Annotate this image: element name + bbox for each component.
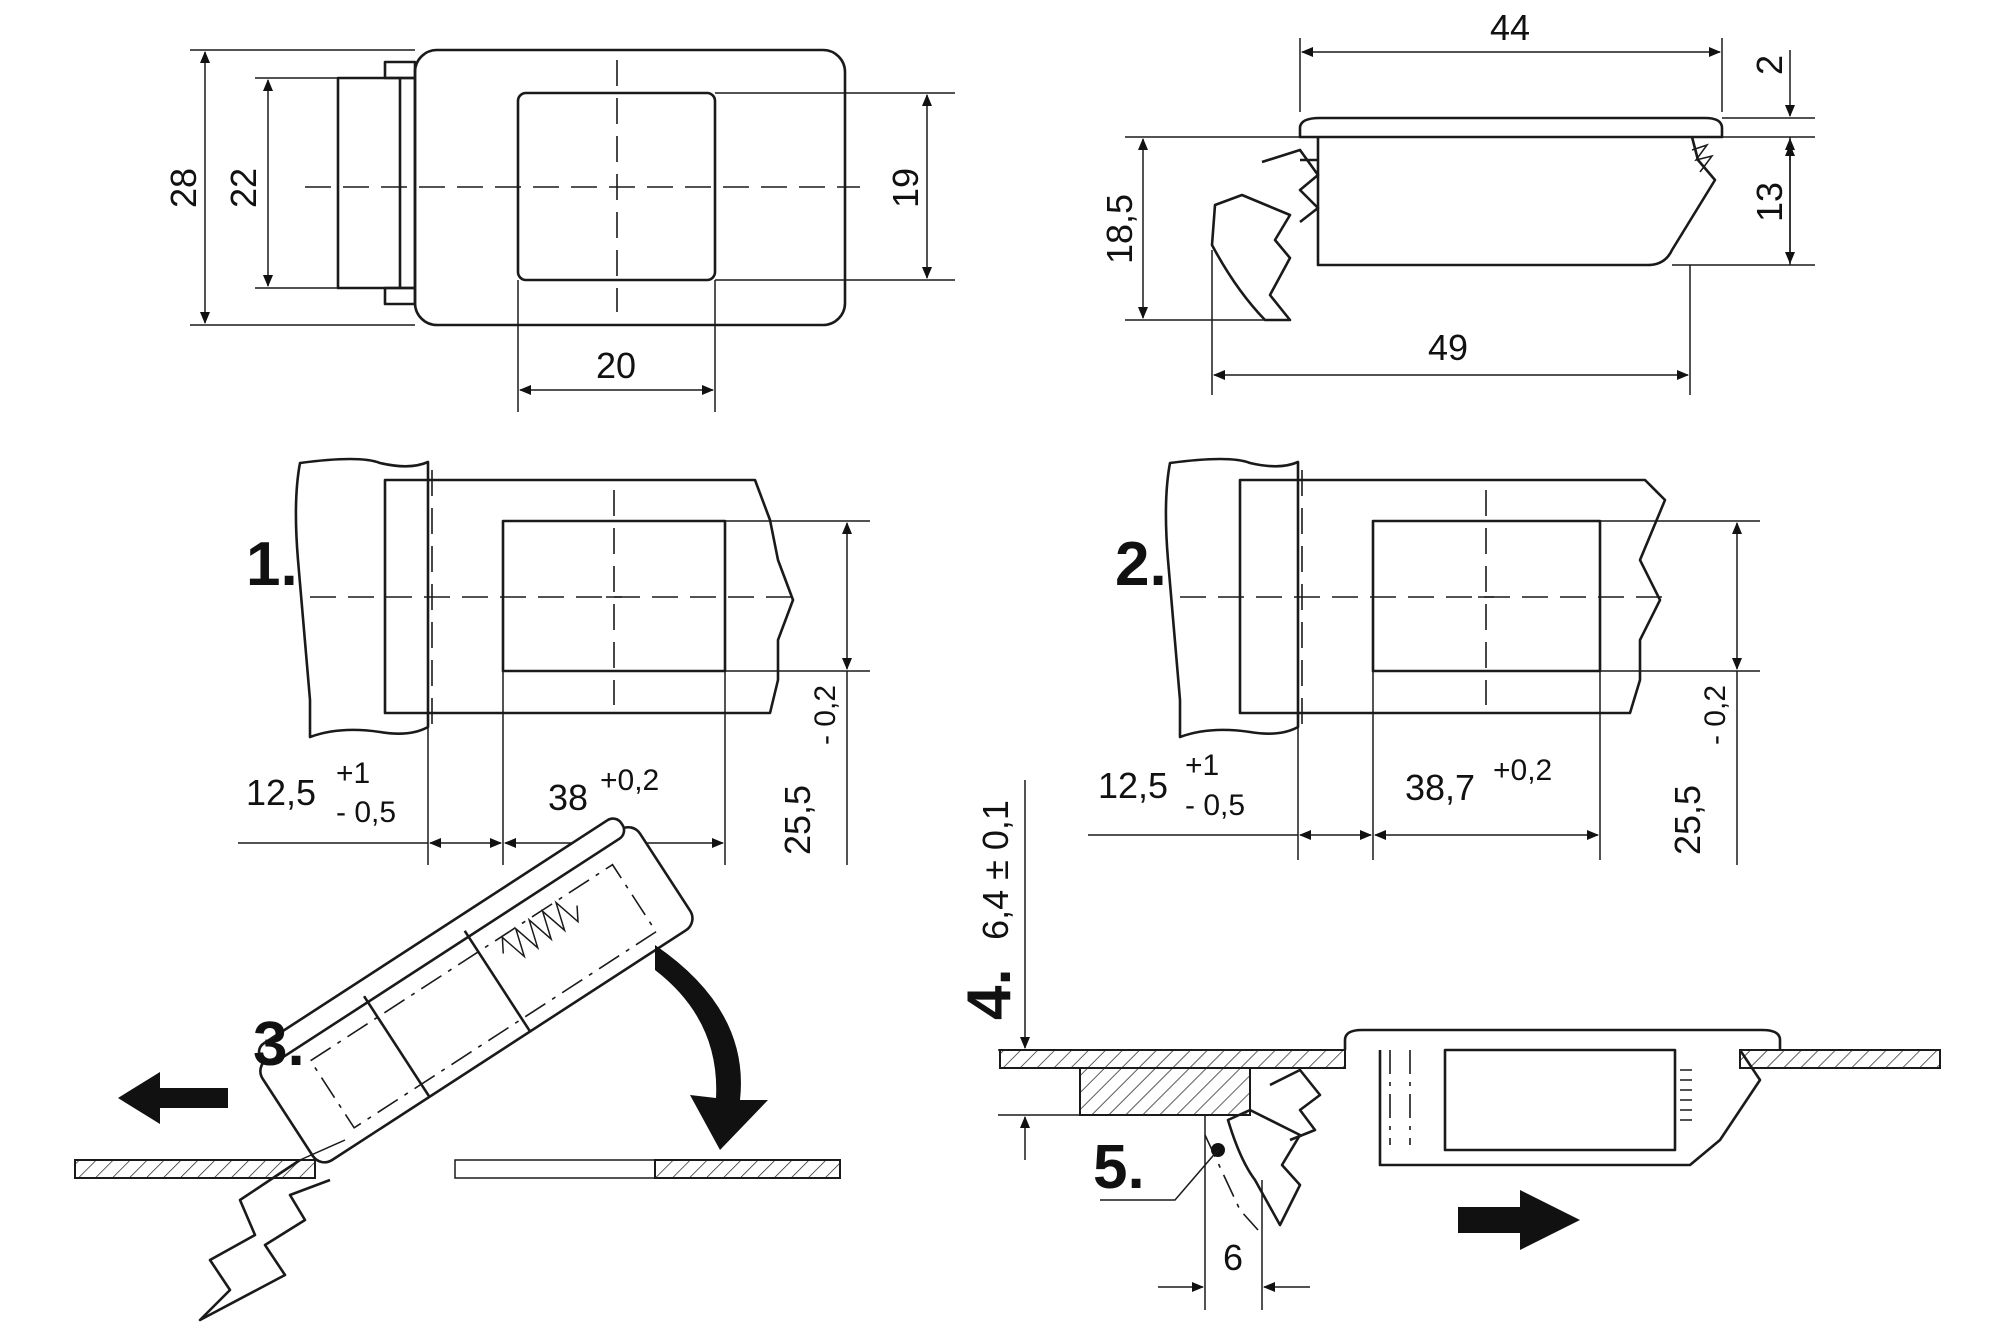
front-view: 28 22 19 20 (163, 48, 955, 412)
dim-38-tol: +0,2 (600, 764, 659, 797)
dim-12-5-b: 12,5 (1098, 765, 1168, 806)
dim-13: 13 (1749, 182, 1790, 222)
step-3-label: 3. (253, 1010, 305, 1079)
step-2-label: 2. (1115, 530, 1167, 599)
step-3-insertion: 3. (74, 817, 841, 1322)
dim-2: 2 (1749, 55, 1790, 75)
dim-12-5-b-minus: - 0,5 (1185, 789, 1245, 822)
dim-12-5-b-plus: +1 (1185, 749, 1219, 782)
dim-6-4: 6,4 ± 0,1 (975, 800, 1016, 940)
step-4-label: 4. (955, 968, 1024, 1020)
dim-25-5-tol: - 0,2 (809, 685, 842, 745)
dim-6: 6 (1223, 1237, 1243, 1278)
dim-38: 38 (548, 777, 588, 818)
arrow-right-icon (1458, 1190, 1580, 1250)
dim-25-5-b: 25,5 (1667, 785, 1708, 855)
dim-18-5: 18,5 (1099, 194, 1140, 264)
dim-20: 20 (596, 345, 636, 386)
cutout-step-1: 1. 12,5 +1 - 0,5 38 +0,2 25,5 - 0,2 (238, 457, 870, 865)
dim-49: 49 (1428, 327, 1468, 368)
dim-25-5-b-tol: - 0,2 (1699, 685, 1732, 745)
dim-38-7: 38,7 (1405, 767, 1475, 808)
dim-38-7-tol: +0,2 (1493, 754, 1552, 787)
step-1-label: 1. (246, 530, 298, 599)
dim-22: 22 (223, 168, 264, 208)
cutout-step-2: 2. 12,5 +1 - 0,5 38,7 +0,2 25,5 - 0,2 (1088, 457, 1760, 865)
side-view: 44 2 13 18,5 49 (1099, 7, 1815, 395)
dim-12-5-minus: - 0,5 (336, 796, 396, 829)
dim-44: 44 (1490, 7, 1530, 48)
rotate-arrow-icon (655, 945, 768, 1150)
dim-25-5: 25,5 (777, 785, 818, 855)
step-4-installed: 6,4 ± 0,1 4. 6 5. (955, 780, 1941, 1310)
dim-12-5-plus: +1 (336, 757, 370, 790)
dim-19: 19 (885, 168, 926, 208)
arrow-left-icon (118, 1072, 228, 1124)
dim-28: 28 (163, 168, 204, 208)
step-5-label: 5. (1093, 1133, 1145, 1202)
dim-12-5: 12,5 (246, 772, 316, 813)
